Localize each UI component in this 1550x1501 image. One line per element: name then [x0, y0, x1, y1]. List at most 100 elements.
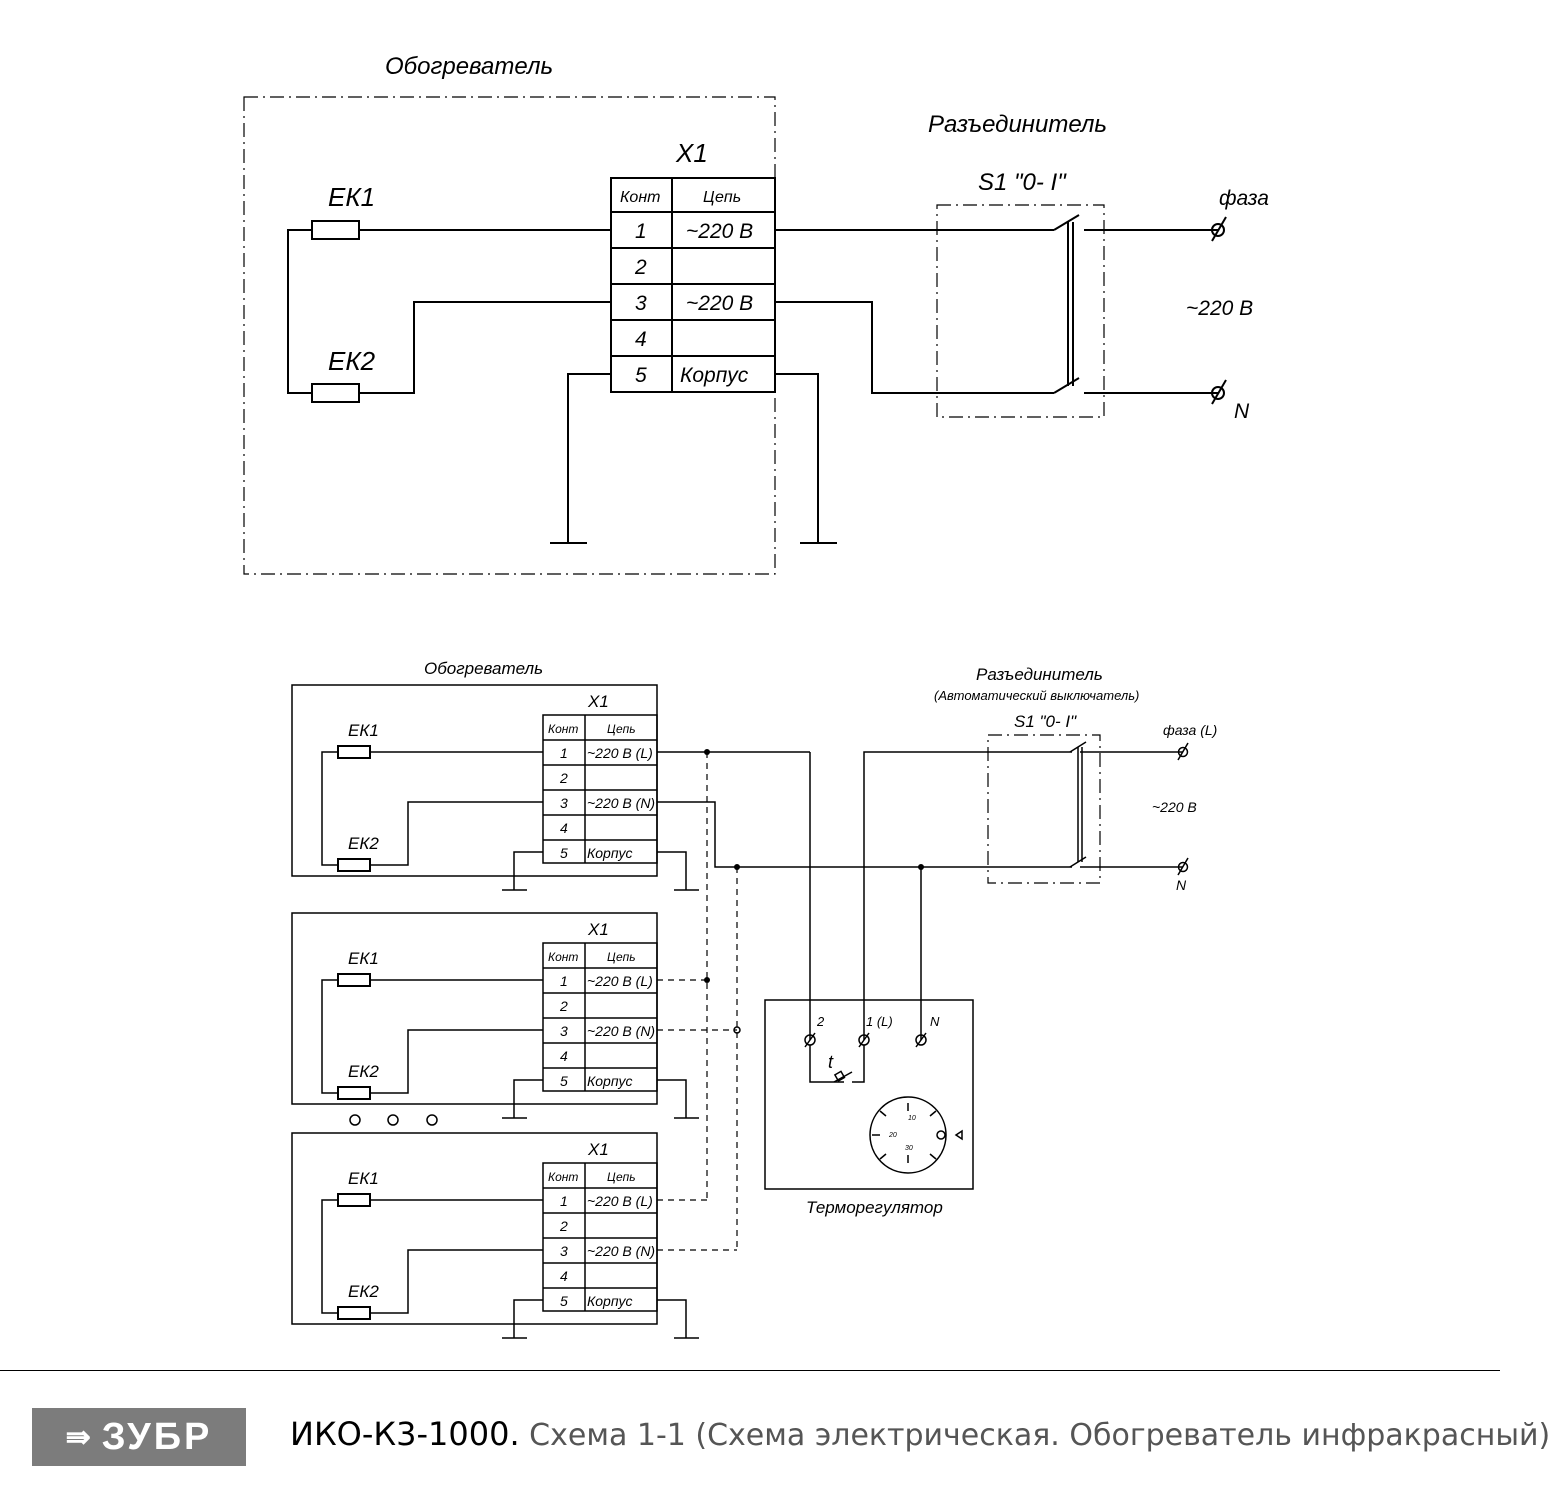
row-1-contact: 1 [560, 1193, 568, 1209]
element-ek1-label: ЕК1 [348, 721, 379, 740]
wire-terminal3-switch [775, 301, 1054, 394]
element-ek2-label: ЕК2 [348, 834, 379, 853]
diagram-single-heater: Обогреватель Разъединитель S1 "0- I" X1 … [243, 53, 1269, 575]
row-2-contact: 2 [559, 998, 568, 1014]
thermostat-box [764, 999, 974, 1190]
resistor-ek1 [311, 220, 360, 240]
neutral-terminal-icon [1211, 386, 1225, 400]
terminal-name: X1 [587, 692, 609, 711]
thermostat-label: Терморегулятор [806, 1198, 943, 1217]
row-2-contact: 2 [559, 770, 568, 786]
row-2-contact: 2 [634, 256, 647, 279]
caption-description: Схема 1-1 (Схема электрическая. Обогрева… [519, 1418, 1550, 1453]
heater-label: Обогреватель [385, 53, 553, 80]
row-1-circuit: ~220 В [686, 220, 753, 243]
thermostat-t-label: t [828, 1052, 834, 1072]
col-circuit-header: Цепь [607, 1170, 636, 1184]
neutral-label: N [1234, 400, 1250, 423]
row-3-circuit: ~220 В [686, 292, 753, 315]
col-contact-header: Конт [620, 189, 660, 206]
junction-dot [704, 977, 710, 983]
more-heaters-dot [426, 1114, 438, 1126]
col-circuit-header: Цепь [607, 722, 636, 736]
row-3-contact: 3 [560, 1243, 568, 1259]
voltage-label: ~220 В [1152, 799, 1197, 815]
row-5-circuit: Корпус [587, 1293, 633, 1309]
terminal-table [542, 714, 658, 864]
terminal-table: Конт Цепь 1 ~220 В 2 3 ~220 В 4 5 Корпус [610, 177, 776, 393]
element-ek2-label: ЕК2 [348, 1282, 379, 1301]
row-5-contact: 5 [560, 845, 568, 861]
row-1-contact: 1 [560, 973, 568, 989]
resistor-ek2 [337, 1306, 371, 1320]
col-contact-header: Конт [548, 1170, 578, 1184]
switch-name: S1 "0- I" [1014, 712, 1077, 731]
row-5-circuit: Корпус [587, 845, 633, 861]
resistor-ek2 [337, 1086, 371, 1100]
resistor-ek1 [337, 1193, 371, 1207]
logo-text: ЗУБР [101, 1415, 213, 1458]
thermostat-terminal-2: 2 [816, 1014, 825, 1029]
element-ek1-label: ЕК1 [348, 1169, 379, 1188]
phase-label: фаза (L) [1163, 722, 1217, 738]
terminal-table [542, 1162, 658, 1312]
more-heaters-dot [349, 1114, 361, 1126]
neutral-terminal-icon [1177, 861, 1189, 873]
row-5-circuit: Корпус [680, 364, 749, 387]
row-5-contact: 5 [635, 364, 647, 387]
element-ek2-label: ЕК2 [328, 346, 376, 376]
terminal-name: X1 [587, 1140, 609, 1159]
model-name: ИКО-К3-1000. [290, 1415, 520, 1453]
neutral-label: N [1176, 877, 1187, 893]
thermostat-terminal-L: 1 (L) [866, 1014, 893, 1029]
brand-logo: ⇛ ЗУБР [32, 1408, 246, 1466]
resistor-ek2 [337, 858, 371, 872]
element-ek1-label: ЕК1 [348, 949, 379, 968]
junction-dot [733, 1026, 741, 1034]
element-ek1-label: ЕК1 [328, 182, 375, 212]
more-heaters-dot [387, 1114, 399, 1126]
resistor-ek2 [311, 383, 360, 403]
col-circuit-header: Цепь [607, 950, 636, 964]
terminal-name: X1 [587, 920, 609, 939]
footer: ⇛ ЗУБР ИКО-К3-1000. Схема 1-1 (Схема эле… [0, 1370, 1550, 1501]
row-4-contact: 4 [560, 1048, 568, 1064]
row-3-contact: 3 [560, 795, 568, 811]
switch-enclosure [987, 734, 1101, 884]
dial-mark-30: 30 [905, 1145, 913, 1152]
col-circuit-header: Цепь [703, 189, 741, 206]
wire-phase-to-thermostat [863, 751, 1183, 1040]
thermostat-terminal-N: N [930, 1014, 940, 1029]
wire-ground-inner [567, 373, 611, 543]
switch-label: Разъединитель [928, 111, 1107, 138]
terminal-table [542, 942, 658, 1092]
row-3-circuit: ~220 В (N) [587, 1243, 655, 1259]
switch-label: Разъединитель [976, 665, 1103, 684]
wire-ek1-ek2 [287, 229, 312, 394]
phase-terminal-icon [1211, 223, 1225, 237]
row-4-contact: 4 [560, 820, 568, 836]
document-caption: ИКО-К3-1000. Схема 1-1 (Схема электричес… [290, 1415, 1550, 1453]
row-5-contact: 5 [560, 1073, 568, 1089]
switch-name: S1 "0- I" [978, 169, 1067, 196]
wiring-diagram: Обогреватель Разъединитель S1 "0- I" X1 … [243, 53, 1269, 1339]
row-1-circuit: ~220 В (L) [587, 1193, 653, 1209]
switch-contact-upper [1053, 214, 1080, 231]
wire-ek2-terminal3 [359, 301, 611, 394]
wire-N-bus [657, 801, 1183, 868]
switch-sublabel: (Автоматический выключатель) [934, 688, 1139, 703]
junction-dot [918, 864, 924, 870]
resistor-ek1 [337, 745, 371, 759]
heater-label: Обогреватель [424, 659, 543, 678]
row-2-contact: 2 [559, 1218, 568, 1234]
thermostat: 2 1 (L) N t 10 20 3 [764, 999, 974, 1217]
col-contact-header: Конт [548, 722, 578, 736]
thermostat-terminal-icon [915, 1034, 927, 1046]
phase-terminal-icon [1177, 746, 1189, 758]
wire-ground-outer [775, 373, 819, 543]
switch-contact-lower [1053, 377, 1080, 394]
row-5-contact: 5 [560, 1293, 568, 1309]
heater-enclosure [243, 96, 776, 575]
row-5-circuit: Корпус [587, 1073, 633, 1089]
